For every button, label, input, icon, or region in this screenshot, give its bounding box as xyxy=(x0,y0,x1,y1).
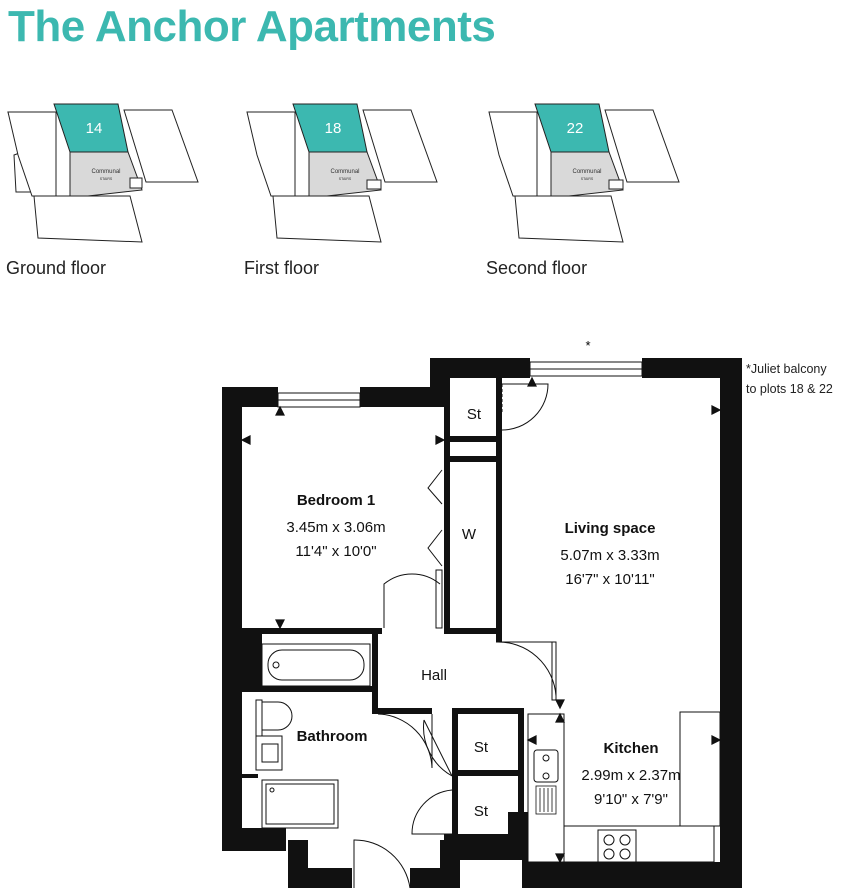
outer-walls xyxy=(222,358,742,888)
room-name-store-top: St xyxy=(467,406,482,423)
keyplan-communal-label: Communal xyxy=(91,169,120,175)
door-bathroom xyxy=(377,713,433,769)
room-name-living: Living space xyxy=(565,520,656,537)
keyplan-communal-area xyxy=(308,151,382,197)
room-name-store-bottom: St xyxy=(474,803,489,820)
keyplan-communal-area xyxy=(69,151,143,197)
arrow-living-bottom xyxy=(555,699,565,710)
room-name-bathroom: Bathroom xyxy=(297,728,368,745)
arrow-bedroom-left xyxy=(240,435,251,445)
keyplan-communal-label: Communal xyxy=(572,169,601,175)
room-metric-living: 5.07m x 3.33m xyxy=(560,547,659,564)
wardrobe-door-lower xyxy=(427,529,443,567)
keyplan-second-floor: 22 Communal STAIRS xyxy=(488,103,680,243)
tall-unit xyxy=(679,711,721,827)
keyplan-ground-floor: 14 Communal STAIRS xyxy=(7,103,199,243)
page-title: The Anchor Apartments xyxy=(8,2,496,51)
window-bedroom xyxy=(277,392,361,408)
keyplan-plot-number: 18 xyxy=(325,120,342,137)
room-name-hall: Hall xyxy=(421,667,447,684)
door-store-bottom xyxy=(411,789,453,835)
room-imperial-kitchen: 9'10" x 7'9" xyxy=(594,791,668,808)
floor-label-ground: Ground floor xyxy=(6,258,107,278)
room-name-wardrobe: W xyxy=(462,526,477,543)
keyplan-first-floor: 18 Communal STAIRS xyxy=(246,103,438,243)
keyplan-communal-area xyxy=(550,151,624,197)
kitchen-fixtures xyxy=(527,711,721,863)
arrow-kitchen-right xyxy=(711,735,722,745)
door-store-mid xyxy=(423,719,453,777)
room-imperial-bedroom: 11'4" x 10'0" xyxy=(295,543,376,560)
room-name-kitchen: Kitchen xyxy=(603,740,658,757)
floor-label-second: Second floor xyxy=(486,258,588,278)
svg-text:STAIRS: STAIRS xyxy=(339,177,352,181)
door-store-top xyxy=(501,383,549,431)
room-name-store-mid: St xyxy=(474,739,489,756)
arrow-kitchen-left xyxy=(526,735,537,745)
wardrobe-door-upper xyxy=(427,469,443,505)
arrow-bedroom-top xyxy=(275,405,285,416)
window-living-juliet xyxy=(529,361,643,377)
arrow-living-right xyxy=(711,405,722,415)
hob xyxy=(597,829,637,863)
door-bedroom xyxy=(383,573,441,628)
keyplan-block-bottom xyxy=(33,195,143,243)
arrow-kitchen-top xyxy=(555,712,565,723)
juliet-balcony-note: *Juliet balcony to plots 18 & 22 xyxy=(746,362,833,396)
room-metric-bedroom: 3.45m x 3.06m xyxy=(286,519,385,536)
doors xyxy=(353,383,557,889)
room-imperial-living: 16'7" x 10'11" xyxy=(565,571,655,588)
juliet-balcony-marker: * xyxy=(585,338,590,353)
room-name-bedroom: Bedroom 1 xyxy=(297,492,375,509)
bathroom-fixtures xyxy=(255,643,371,829)
arrow-bedroom-right xyxy=(435,435,446,445)
room-metric-kitchen: 2.99m x 2.37m xyxy=(581,767,680,784)
toilet xyxy=(261,701,293,731)
interior-walls xyxy=(242,378,524,840)
keyplan-block-right xyxy=(123,109,199,183)
drainer xyxy=(535,785,557,815)
floor-plan: * xyxy=(222,338,742,889)
svg-text:STAIRS: STAIRS xyxy=(581,177,594,181)
keyplan-plot-number: 22 xyxy=(567,120,584,137)
toilet-cistern xyxy=(255,699,263,737)
arrow-living-top xyxy=(527,376,537,387)
sink xyxy=(533,749,559,783)
arrow-bedroom-bottom xyxy=(275,619,285,630)
keyplan-communal-label: Communal xyxy=(330,169,359,175)
door-entrance xyxy=(353,839,411,889)
arrow-kitchen-bottom xyxy=(555,853,565,864)
floor-label-first: First floor xyxy=(244,258,320,278)
keyplan-plot-number: 14 xyxy=(86,120,103,137)
door-living xyxy=(496,641,557,700)
dimension-arrows xyxy=(240,376,722,864)
svg-text:STAIRS: STAIRS xyxy=(100,177,113,181)
